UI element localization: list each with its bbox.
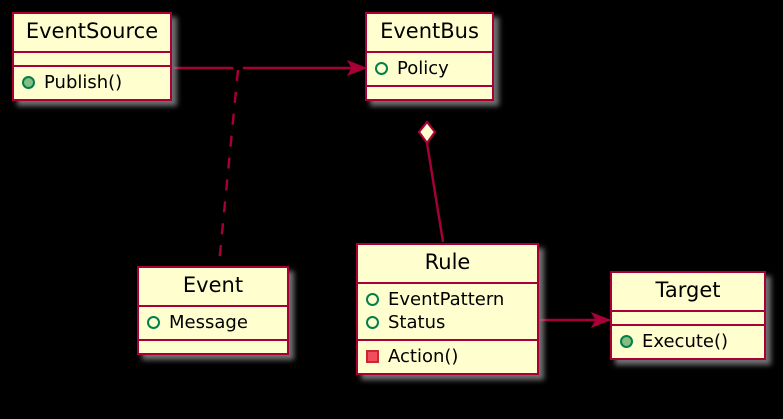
class-box-event[interactable]: Event Message [137,266,289,356]
method-row: Action() [366,345,529,368]
class-divider [14,65,170,67]
class-title-target: Target [655,278,721,302]
attribute-row: Policy [375,57,484,80]
attribute-label: Status [388,312,446,334]
class-divider [367,85,492,88]
method-public-icon [620,335,633,349]
attribute-public-icon [366,293,379,307]
class-divider [612,310,764,312]
method-public-icon [22,76,35,90]
attributes-section-eventsource [14,53,170,65]
attribute-row: Message [147,311,279,334]
attribute-label: Message [169,312,248,333]
relation-rule-to-target [540,312,612,328]
attribute-label: Policy [397,58,449,79]
attributes-section-event: Message [139,307,287,339]
class-title-event: Event [182,273,244,297]
class-divider [612,324,764,326]
attributes-section-eventbus: Policy [367,53,492,85]
class-box-eventbus[interactable]: EventBus Policy [365,12,494,102]
class-box-eventsource[interactable]: EventSource Publish() [12,12,172,102]
method-label: Action() [388,346,459,368]
methods-section-eventsource: Publish() [14,67,170,99]
method-label: Execute() [642,331,729,352]
class-box-target[interactable]: Target Execute() [610,271,766,361]
methods-section-eventbus [367,87,492,99]
method-row: Execute() [620,330,756,353]
class-title-eventsource: EventSource [25,19,159,43]
attribute-public-icon [147,316,160,330]
relation-eventsource-to-eventbus [174,60,368,76]
methods-section-target: Execute() [612,326,764,358]
method-label: Publish() [44,72,123,93]
attribute-row: Status [366,311,529,334]
class-title-eventbus: EventBus [380,19,479,43]
attribute-public-icon [366,316,379,330]
class-divider [367,51,492,53]
class-divider [358,339,537,342]
attribute-row: EventPattern [366,288,529,311]
attribute-label: EventPattern [388,289,505,310]
attribute-public-icon [375,62,388,76]
attributes-section-rule: EventPattern Status [358,284,537,339]
relation-eventsource-to-event [217,69,240,265]
class-divider [139,305,287,307]
attributes-section-target [612,312,764,324]
class-box-rule[interactable]: Rule EventPattern Status Action() [356,243,539,376]
methods-section-rule: Action() [358,341,537,373]
class-divider [14,51,170,53]
methods-section-event [139,341,287,353]
class-divider [139,339,287,342]
method-private-icon [366,350,379,364]
relation-eventbus-to-rule [417,120,445,243]
method-row: Publish() [22,71,162,94]
class-divider [358,282,537,284]
class-title-rule: Rule [424,250,471,274]
